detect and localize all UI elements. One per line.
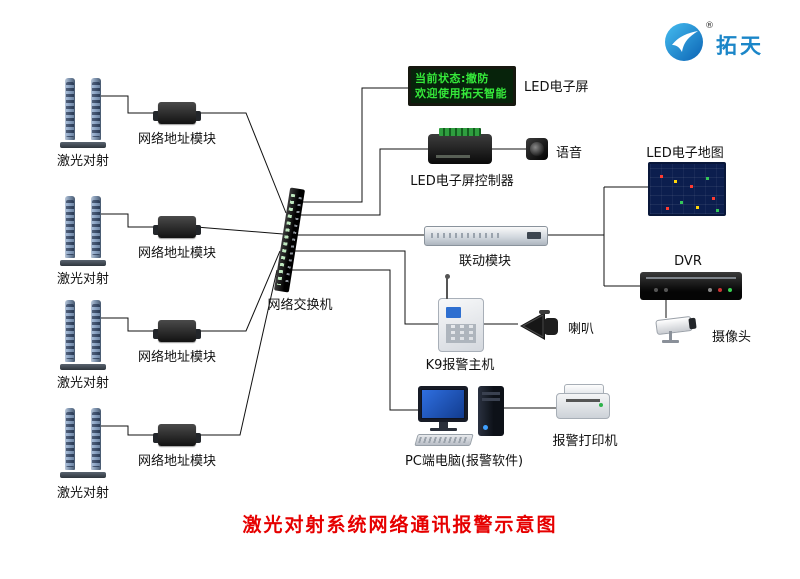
led-controller-label: LED电子屏控制器 xyxy=(410,174,514,189)
camera-base xyxy=(662,340,679,343)
led-screen-label: LED电子屏 xyxy=(524,80,589,95)
brand-logo-icon xyxy=(665,23,703,61)
laser-post xyxy=(65,300,75,362)
laser-base xyxy=(60,142,106,148)
voice-label: 语音 xyxy=(556,146,583,161)
laser-label: 激光对射 xyxy=(56,272,110,287)
pc-monitor-stand xyxy=(439,422,448,428)
led-map-dots xyxy=(660,175,663,178)
camera-label: 摄像头 xyxy=(712,330,752,345)
k9-alarm-host xyxy=(438,274,484,352)
linkage-module xyxy=(424,226,548,246)
pc-workstation xyxy=(414,386,508,448)
led-display-screen: 当前状态:撤防 欢迎使用拓天智能 xyxy=(408,66,516,106)
laser-post xyxy=(91,78,101,140)
module-label: 网络地址模块 xyxy=(137,350,217,365)
led-screen-line2: 欢迎使用拓天智能 xyxy=(415,86,507,100)
network-address-module xyxy=(153,424,201,446)
laser-base xyxy=(60,260,106,266)
network-address-module xyxy=(153,102,201,124)
led-map-panel xyxy=(648,162,726,216)
laser-post xyxy=(91,300,101,362)
pc-monitor-base xyxy=(430,428,457,431)
brand-name: 拓天 xyxy=(716,34,764,58)
laser-detector-pair xyxy=(60,408,106,482)
linkage-label: 联动模块 xyxy=(458,254,512,269)
network-address-module xyxy=(153,216,201,238)
pc-tower xyxy=(478,386,504,436)
pc-label: PC端电脑(报警软件) xyxy=(404,454,524,469)
pc-monitor xyxy=(418,386,468,422)
camera-lens xyxy=(688,317,697,330)
laser-label: 激光对射 xyxy=(56,486,110,501)
laser-post xyxy=(91,196,101,258)
laser-post xyxy=(65,196,75,258)
module-label: 网络地址模块 xyxy=(137,246,217,261)
led-screen-line1: 当前状态:撤防 xyxy=(415,72,489,86)
led-controller xyxy=(428,128,492,164)
printer-label: 报警打印机 xyxy=(552,434,618,449)
laser-base xyxy=(60,364,106,370)
dvr-label: DVR xyxy=(674,254,702,269)
horn-label: 喇叭 xyxy=(568,322,595,337)
module-label: 网络地址模块 xyxy=(137,132,217,147)
horn-speaker xyxy=(518,306,562,348)
module-label: 网络地址模块 xyxy=(137,454,217,469)
laser-post xyxy=(65,78,75,140)
registered-mark: ® xyxy=(705,21,714,31)
k9-label: K9报警主机 xyxy=(425,358,495,373)
switch-label: 网络交换机 xyxy=(267,298,333,313)
printer-power-led xyxy=(599,403,603,407)
laser-label: 激光对射 xyxy=(56,154,110,169)
laser-base xyxy=(60,472,106,478)
dvr-device xyxy=(640,272,742,300)
laser-detector-pair xyxy=(60,196,106,270)
laser-post xyxy=(65,408,75,470)
diagram-title: 激光对射系统网络通讯报警示意图 xyxy=(242,514,558,536)
camera-mount xyxy=(669,331,672,341)
voice-speaker xyxy=(526,138,548,160)
printer-paper-slot xyxy=(566,399,600,402)
horn-icon xyxy=(520,310,558,340)
brand-logo: ® 拓天 xyxy=(664,22,764,62)
led-map-label: LED电子地图 xyxy=(646,146,724,161)
pc-keyboard xyxy=(414,434,474,446)
network-address-module xyxy=(153,320,201,342)
laser-detector-pair xyxy=(60,78,106,152)
camera-body xyxy=(655,315,693,336)
laser-detector-pair xyxy=(60,300,106,374)
laser-label: 激光对射 xyxy=(56,376,110,391)
cctv-camera xyxy=(655,312,704,348)
alarm-printer xyxy=(556,384,610,424)
antenna-icon xyxy=(444,274,450,299)
laser-post xyxy=(91,408,101,470)
